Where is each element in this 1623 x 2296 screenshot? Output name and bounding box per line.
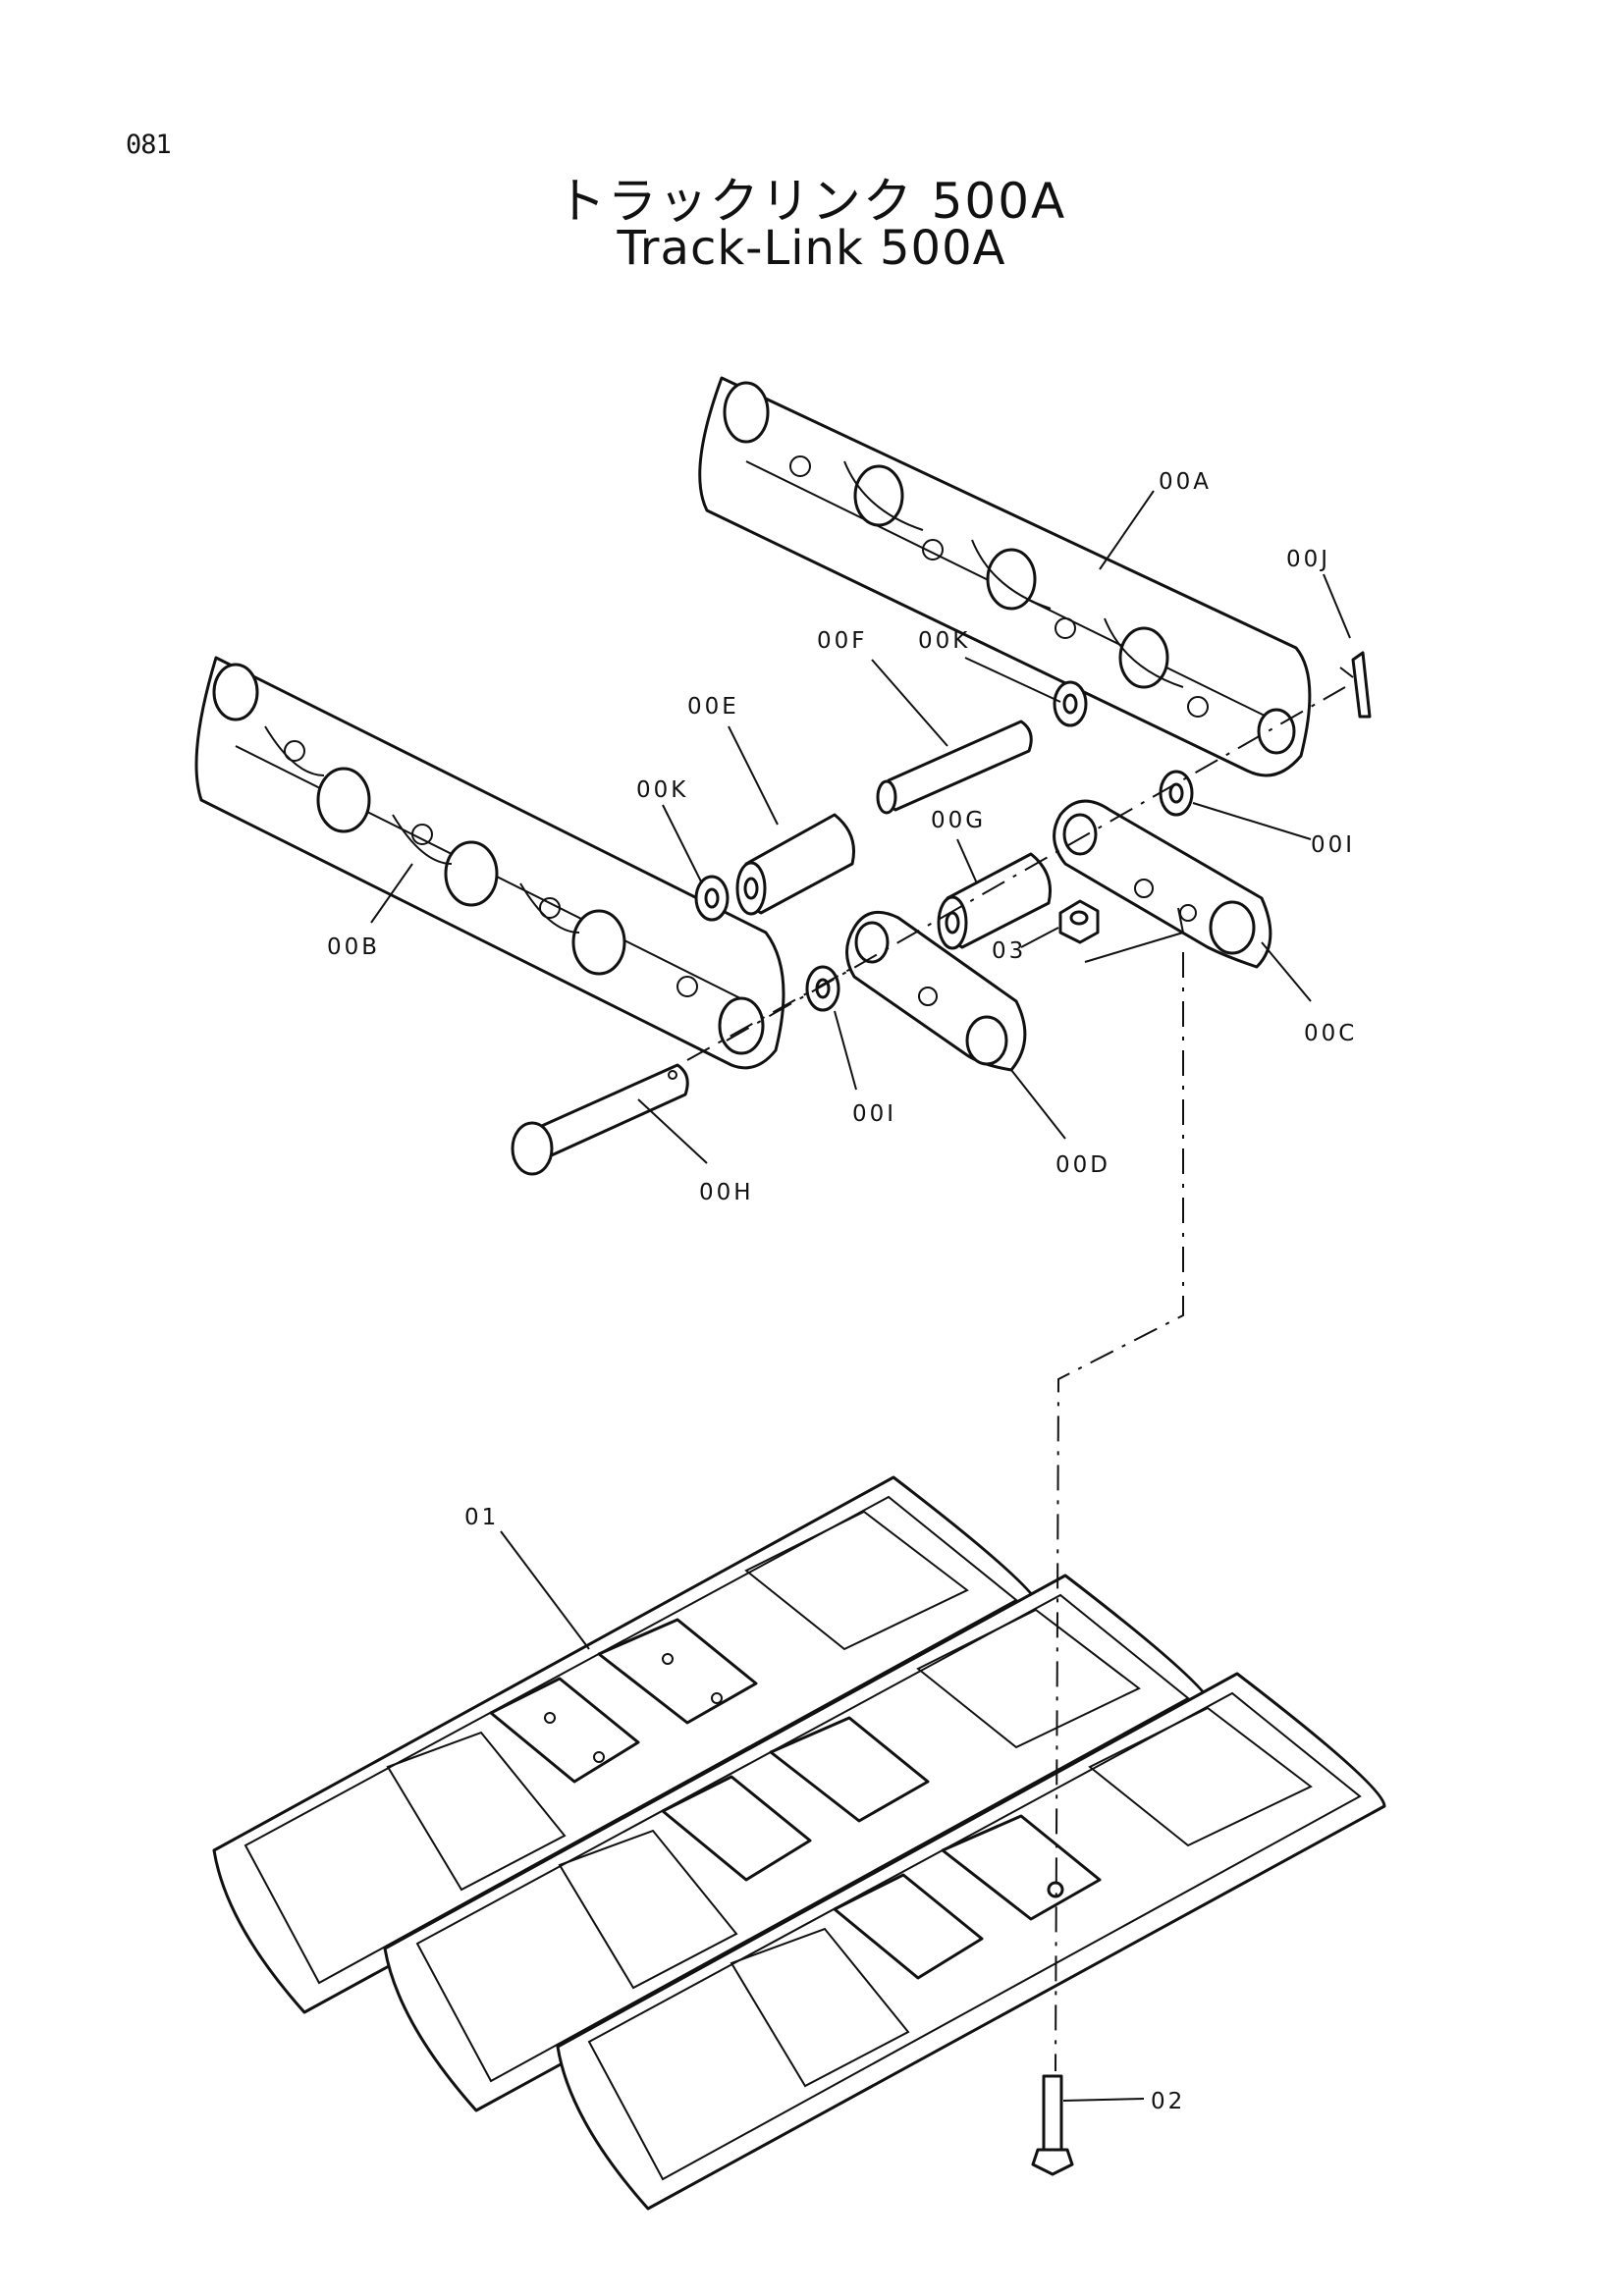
track-shoe-01-front (556, 1672, 1386, 2211)
link-00C (1053, 799, 1272, 969)
leader-lines (370, 490, 1351, 2102)
master-pin-00H (511, 1063, 689, 1176)
title-english: Track-Link 500A (617, 221, 1006, 276)
callout-00J: 00J (1286, 547, 1330, 572)
track-shoe-01-middle (383, 1574, 1215, 2112)
seal-00K-top (1053, 680, 1088, 727)
callout-00D: 00D (1055, 1152, 1110, 1178)
callout-00K-left: 00K (636, 777, 688, 803)
seal-00K-left (694, 875, 730, 922)
callout-01: 01 (464, 1505, 499, 1530)
callout-00E: 00E (687, 694, 739, 720)
bolt-guide-line (1055, 952, 1184, 2072)
left-link-chain (194, 656, 785, 1070)
seal-00I-right (1159, 770, 1194, 817)
callout-00B: 00B (327, 934, 380, 960)
callout-02: 02 (1151, 2089, 1185, 2114)
title-japanese: トラックリンク 500A (556, 173, 1067, 230)
bushing-00E (735, 813, 855, 916)
nut-03 (1058, 899, 1185, 963)
bushing-00G (937, 852, 1052, 950)
callout-00K-top: 00K (918, 628, 970, 654)
pin-00F (876, 720, 1033, 815)
link-00D (845, 910, 1027, 1072)
axis-line-lower (686, 966, 855, 1061)
bolt-02 (1031, 2074, 1074, 2176)
callout-03: 03 (992, 938, 1026, 964)
callout-00G: 00G (931, 808, 986, 833)
callout-00I-right: 00I (1311, 832, 1355, 858)
callout-00C: 00C (1304, 1021, 1357, 1046)
page-number: 081 (126, 130, 172, 160)
callout-00A: 00A (1159, 469, 1212, 495)
upper-link-chain (698, 376, 1312, 777)
callout-00F: 00F (817, 628, 868, 654)
callout-00I-mid: 00I (852, 1101, 896, 1127)
seal-00I-mid (805, 965, 840, 1012)
callout-00H: 00H (699, 1180, 754, 1205)
cotter-pin-00J (1339, 651, 1372, 719)
